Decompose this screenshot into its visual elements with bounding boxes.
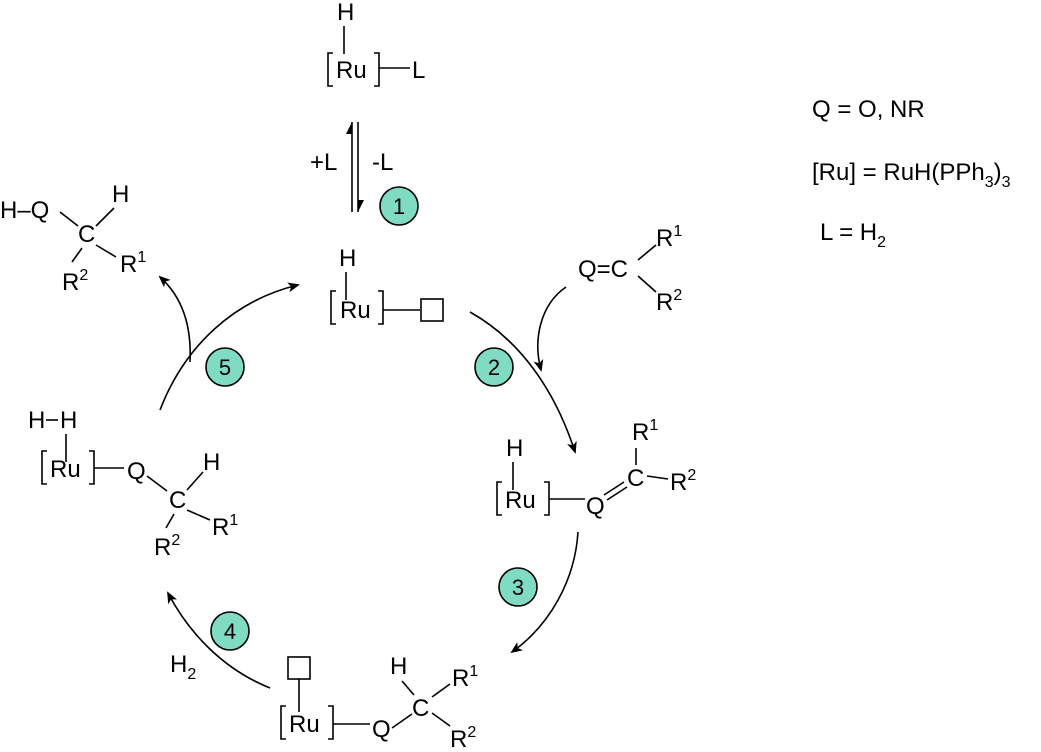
legend-q-definition: Q = O, NR bbox=[812, 96, 925, 123]
atom-r1: R1 bbox=[632, 417, 658, 446]
atom-h-2: H bbox=[60, 407, 77, 434]
arrow-step-5 bbox=[159, 282, 300, 411]
legend-ru-definition: [Ru] = RuH(PPh3)3 bbox=[812, 159, 1011, 191]
bond-q-c bbox=[391, 713, 413, 729]
vacant-site-square bbox=[420, 298, 444, 322]
complex-ru-l: H Ru L bbox=[327, 0, 425, 87]
step-badge-4: 4 bbox=[210, 611, 250, 651]
svg-text:1: 1 bbox=[393, 194, 405, 219]
atom-r1: R1 bbox=[656, 223, 682, 252]
atom-r1: R1 bbox=[212, 512, 238, 541]
bond-c-r2 bbox=[165, 513, 175, 529]
atom-c: C bbox=[78, 221, 95, 248]
substrate-molecule: Q=C R1 R2 bbox=[578, 223, 682, 316]
atom-h: H bbox=[390, 653, 407, 680]
atom-q: Q bbox=[586, 493, 605, 520]
svg-text:2: 2 bbox=[488, 355, 500, 380]
atom-q: Q bbox=[372, 716, 391, 743]
bond-c-r1 bbox=[186, 509, 211, 521]
complex-ru-vacant: H Ru bbox=[330, 245, 444, 325]
equilibrium-arrows: +L -L bbox=[310, 122, 393, 212]
atom-h-1: H bbox=[28, 407, 45, 434]
bracket-left bbox=[327, 52, 333, 87]
bracket-left bbox=[330, 290, 336, 325]
atom-h: H bbox=[337, 0, 354, 26]
atom-c: C bbox=[627, 465, 644, 492]
legend-l-definition: L = H2 bbox=[820, 219, 886, 251]
bond-c-r2 bbox=[646, 475, 669, 480]
bond-q-c bbox=[146, 475, 168, 492]
atom-l: L bbox=[412, 57, 425, 84]
atom-c: C bbox=[169, 487, 186, 514]
q-eq-c-label: Q=C bbox=[578, 256, 628, 283]
arrow-step-4 bbox=[167, 591, 271, 689]
complex-ru-h2-alkoxide: H H Ru Q C H R2 R1 bbox=[28, 407, 238, 561]
atom-r1: R1 bbox=[452, 663, 478, 692]
atom-r2: R2 bbox=[670, 467, 696, 496]
arrow-step-3 bbox=[510, 531, 579, 654]
svg-text:3: 3 bbox=[512, 575, 524, 600]
arrow-substrate-in bbox=[533, 286, 567, 372]
step-badge-2: 2 bbox=[474, 347, 514, 387]
bracket-right bbox=[89, 450, 95, 485]
bond-c-r2 bbox=[71, 247, 83, 263]
bracket-left bbox=[280, 705, 286, 740]
bond-q-c-a bbox=[603, 481, 625, 496]
plus-l-label: +L bbox=[310, 149, 337, 176]
atom-ru: Ru bbox=[50, 456, 81, 483]
bracket-right bbox=[328, 705, 334, 740]
svg-text:5: 5 bbox=[219, 355, 231, 380]
atom-ru: Ru bbox=[505, 487, 536, 514]
complex-ru-vacant-alkoxide: Ru Q C H R1 R2 bbox=[280, 653, 478, 752]
bond-c-h bbox=[186, 471, 204, 491]
step-badge-3: 3 bbox=[498, 567, 538, 607]
bracket-right bbox=[374, 52, 380, 87]
step-badge-5: 5 bbox=[205, 347, 245, 387]
arrow-down-head bbox=[358, 200, 364, 212]
bracket-left bbox=[496, 481, 502, 516]
bond-c-r1 bbox=[637, 244, 657, 261]
arrow-product-out bbox=[158, 275, 191, 363]
product-molecule: H–Q H C R2 R1 bbox=[0, 181, 146, 296]
h-q-label: H–Q bbox=[0, 197, 49, 224]
atom-h: H bbox=[506, 435, 523, 462]
bond-c-h bbox=[401, 680, 415, 696]
h2-label: H2 bbox=[170, 651, 196, 683]
bond-q-c-b bbox=[606, 486, 628, 501]
bond-c-r1 bbox=[431, 683, 451, 698]
legend: Q = O, NR [Ru] = RuH(PPh3)3 L = H2 bbox=[812, 96, 1011, 251]
bond-q-c bbox=[59, 211, 79, 227]
atom-r1: R1 bbox=[120, 249, 146, 278]
atom-r2: R2 bbox=[154, 532, 180, 561]
svg-text:4: 4 bbox=[224, 619, 236, 644]
atom-ru: Ru bbox=[340, 297, 371, 324]
bond-c-r2 bbox=[431, 712, 451, 727]
atom-q: Q bbox=[127, 458, 146, 485]
atom-c: C bbox=[412, 695, 429, 722]
bracket-right bbox=[544, 481, 550, 516]
step-badge-1: 1 bbox=[379, 186, 419, 226]
atom-h: H bbox=[203, 449, 220, 476]
atom-h: H bbox=[339, 245, 356, 272]
cycle-arrows bbox=[158, 275, 579, 689]
complex-ru-substrate: H Ru Q C R1 R2 bbox=[496, 417, 696, 520]
atom-r2: R2 bbox=[656, 287, 682, 316]
atom-h: H bbox=[112, 181, 129, 208]
bond-c-r1 bbox=[95, 244, 117, 258]
minus-l-label: -L bbox=[372, 149, 393, 176]
atom-r2: R2 bbox=[62, 267, 88, 296]
atom-ru: Ru bbox=[289, 711, 320, 738]
atom-r2: R2 bbox=[450, 724, 476, 752]
vacant-site-square bbox=[287, 656, 311, 680]
atom-ru: Ru bbox=[336, 57, 367, 84]
arrow-up-head bbox=[346, 122, 352, 134]
bracket-right bbox=[378, 290, 384, 325]
bond-c-r2 bbox=[637, 275, 657, 293]
bond-c-h bbox=[95, 207, 115, 227]
bracket-left bbox=[41, 450, 47, 485]
